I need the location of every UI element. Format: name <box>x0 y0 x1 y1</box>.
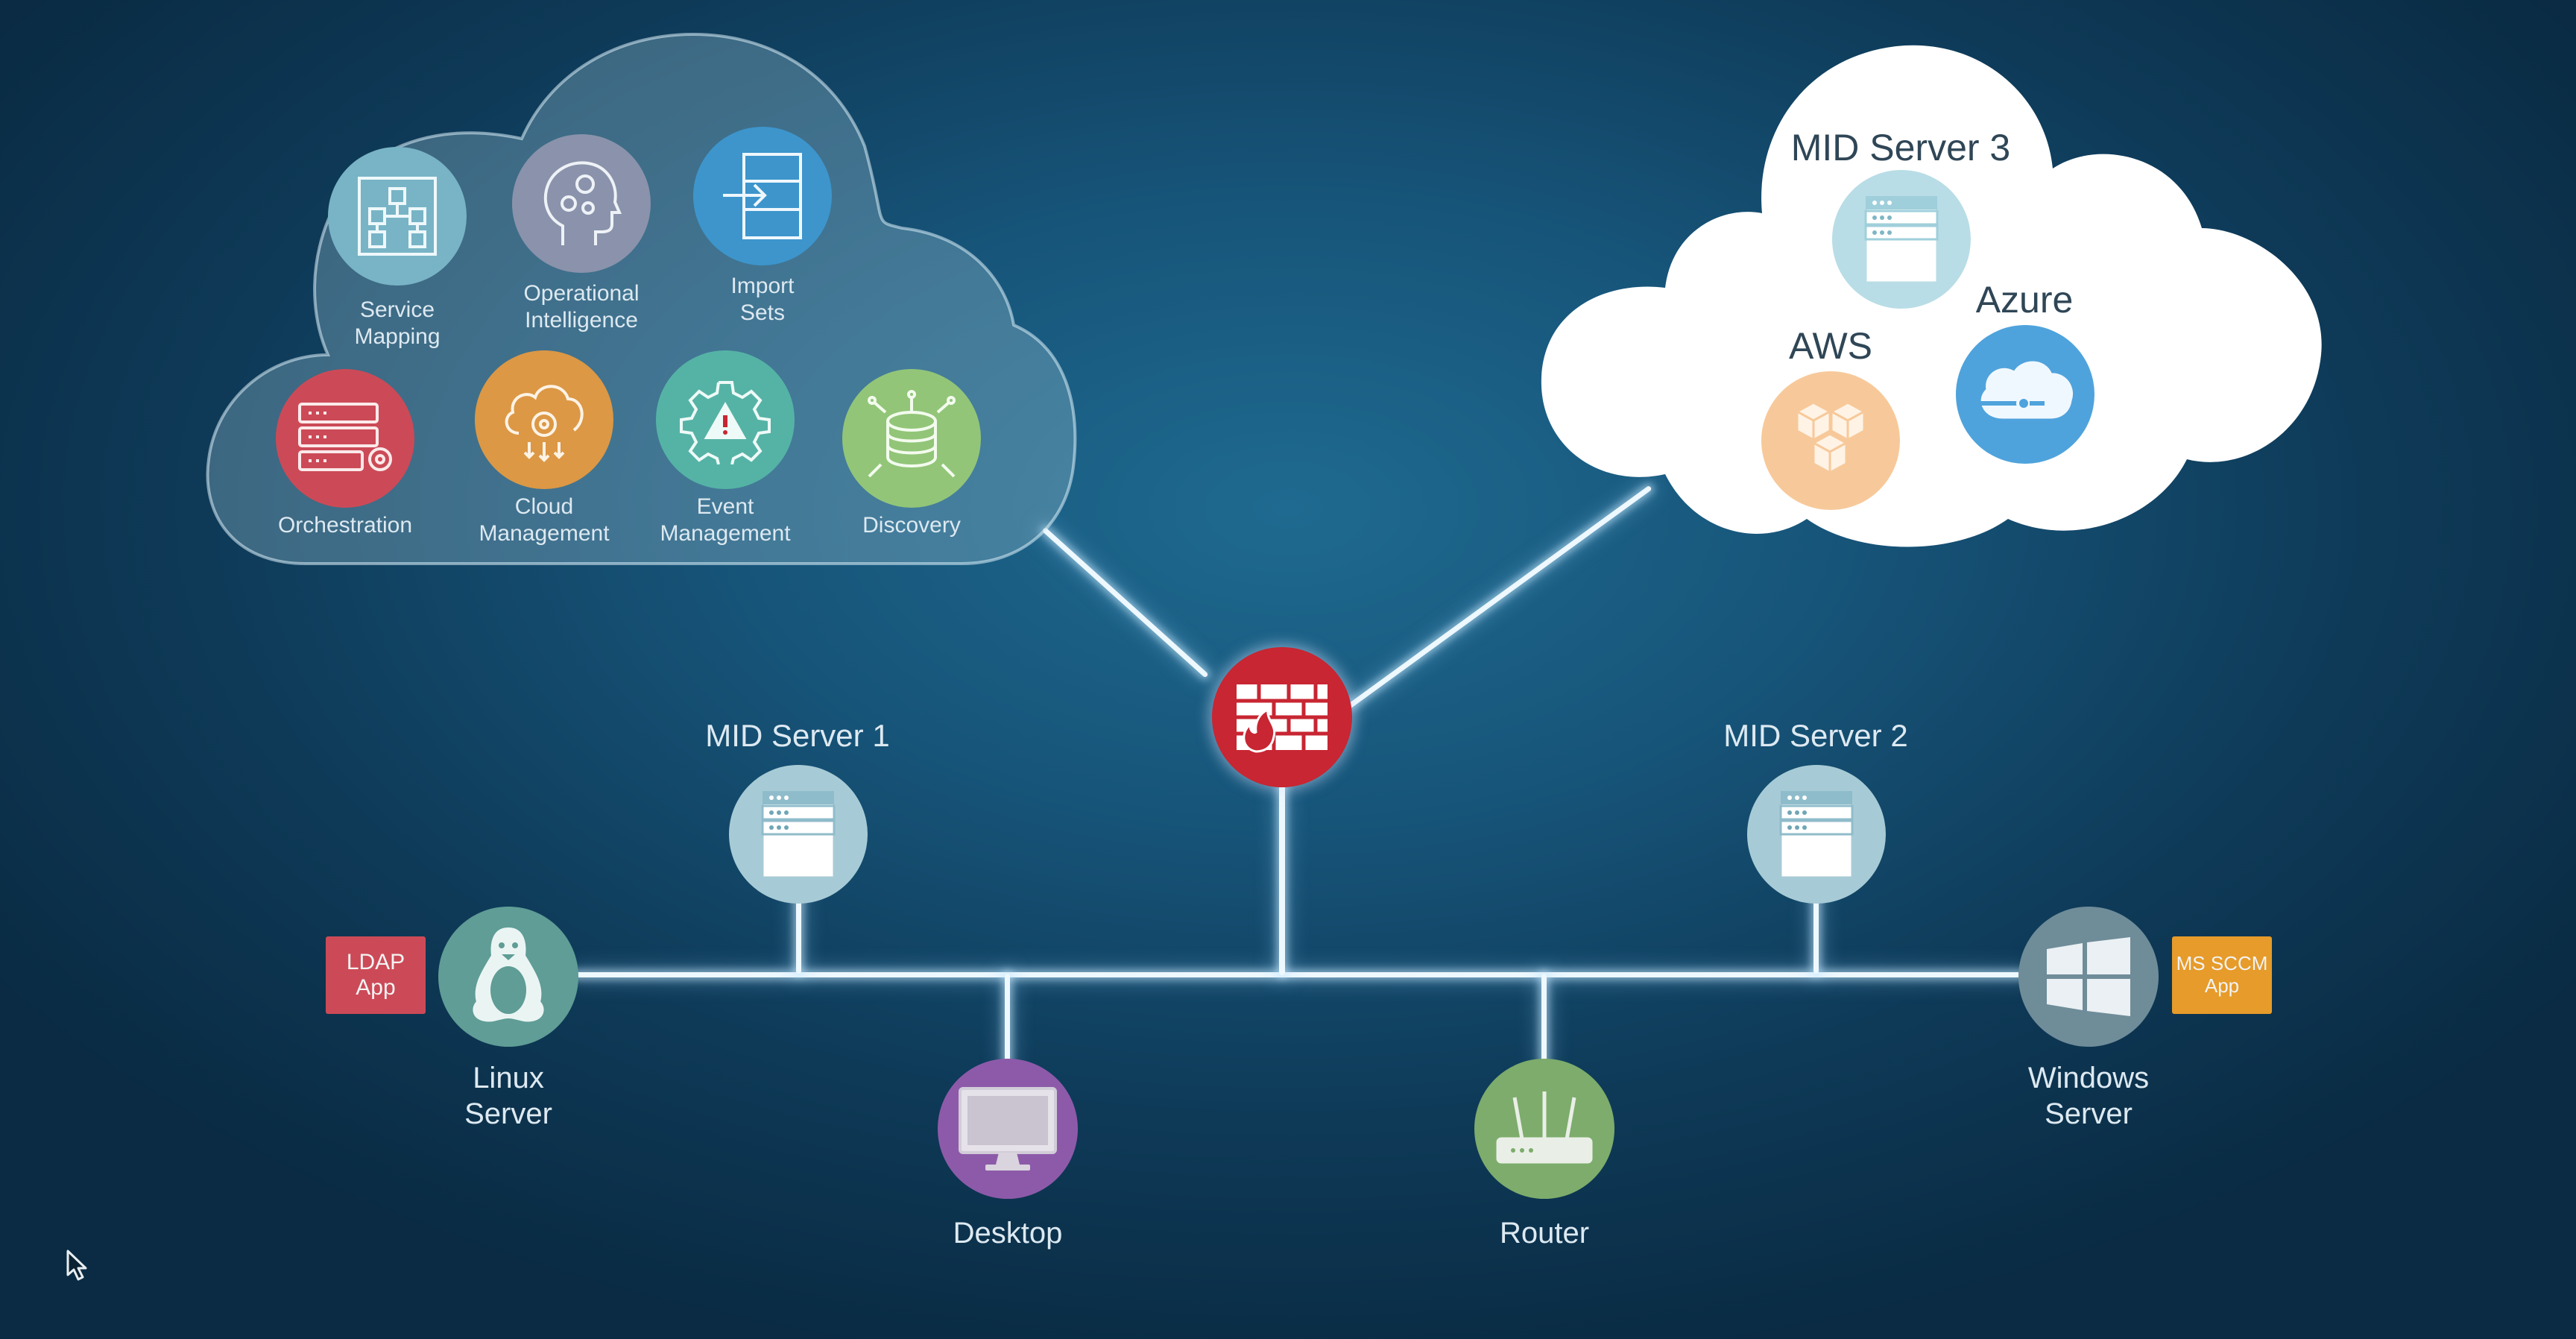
server-gear-icon <box>298 403 392 471</box>
mid-server-2-label: MID Server 2 <box>1723 718 1908 753</box>
router-icon <box>1496 1091 1593 1164</box>
event-management-node[interactable] <box>656 350 795 489</box>
operational-intelligence-node[interactable] <box>512 134 651 273</box>
mid2-drop-line <box>1813 887 1819 974</box>
mid-server-1-node[interactable] <box>729 765 868 904</box>
event-management-label: Event Management <box>660 494 791 546</box>
import-sets-icon <box>723 153 802 239</box>
database-icon <box>868 390 956 478</box>
desktop-node[interactable] <box>938 1059 1078 1199</box>
aws-boxes-icon <box>1796 401 1866 474</box>
windows-logo-icon <box>2047 937 2130 1016</box>
alert-gear-icon <box>680 381 771 464</box>
cloud-gear-icon <box>505 385 584 462</box>
mid-server-3-node[interactable] <box>1832 170 1971 309</box>
mid-server-2-node[interactable] <box>1747 765 1886 904</box>
windows-server-node[interactable] <box>2018 907 2159 1047</box>
service-mapping-icon <box>358 177 437 256</box>
desktop-label: Desktop <box>953 1217 1063 1250</box>
router-label: Router <box>1499 1217 1590 1250</box>
ms-sccm-app-badge[interactable]: MS SCCM App <box>2172 936 2272 1014</box>
cloud-management-label: Cloud Management <box>479 494 610 546</box>
linux-server-node[interactable] <box>438 907 578 1047</box>
linux-server-label: Linux Server <box>464 1062 552 1130</box>
azure-node[interactable] <box>1956 325 2094 464</box>
import-sets-node[interactable] <box>693 127 832 265</box>
mid1-drop-line <box>796 887 801 974</box>
orchestration-label: Orchestration <box>277 513 413 538</box>
discovery-label: Discovery <box>862 513 961 538</box>
aws-label: AWS <box>1788 325 1873 367</box>
router-node[interactable] <box>1474 1059 1614 1199</box>
network-backbone-line <box>574 972 2024 977</box>
desktop-monitor-icon <box>959 1087 1057 1171</box>
server-rack-icon <box>761 790 836 879</box>
import-sets-label: Import Sets <box>730 274 795 325</box>
service-mapping-label: Service Mapping <box>354 297 441 349</box>
service-mapping-node[interactable] <box>328 147 467 286</box>
router-drop-line <box>1541 974 1547 1065</box>
desktop-drop-line <box>1005 974 1010 1065</box>
brain-gears-icon <box>543 161 622 245</box>
ldap-app-badge[interactable]: LDAP App <box>326 936 426 1014</box>
orchestration-node[interactable] <box>276 369 414 508</box>
firewall-node[interactable] <box>1212 647 1352 787</box>
azure-cloud-icon <box>1976 361 2073 419</box>
firewall-to-backbone-line <box>1279 783 1285 975</box>
mid-server-3-label: MID Server 3 <box>1790 127 2011 168</box>
azure-label: Azure <box>1975 279 2074 321</box>
mid-server-1-label: MID Server 1 <box>705 718 890 753</box>
firewall-icon <box>1237 684 1328 753</box>
server-rack-icon <box>1864 195 1939 284</box>
operational-intelligence-label: Operational Intelligence <box>523 281 640 333</box>
server-rack-icon <box>1779 790 1854 879</box>
windows-server-label: Windows Server <box>2027 1062 2150 1130</box>
aws-node[interactable] <box>1761 371 1900 510</box>
discovery-node[interactable] <box>842 369 981 508</box>
mouse-cursor-icon <box>66 1250 88 1282</box>
cloud-management-node[interactable] <box>475 350 613 489</box>
linux-penguin-icon <box>473 927 544 1022</box>
